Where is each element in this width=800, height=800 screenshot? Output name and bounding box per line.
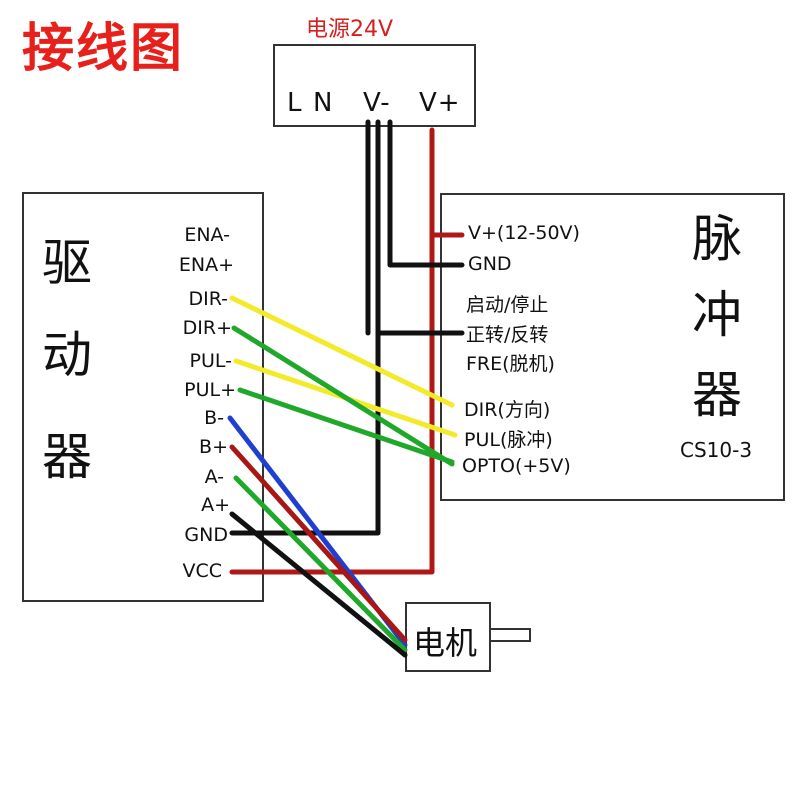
driver-pin-gnd: GND [184,524,228,546]
wire-gnd-return [229,330,381,536]
driver-pin-dir-minus: DIR- [188,288,228,310]
wire-vminus-to-pg-gnd [387,119,465,268]
wire-a-minus [233,475,408,653]
wire-dir-plus [231,325,455,467]
pg-pin-gnd: GND [468,253,512,275]
driver-pin-ena-plus: ENA+ [178,254,234,276]
pg-pin-forward-reverse: 正转/反转 [466,324,549,346]
pg-pin-opto: OPTO(+5V) [462,455,571,477]
wire-a-plus [229,511,408,658]
pulse-generator-name-char: 脉 [692,210,742,268]
driver-pin-a-minus: A- [204,466,224,488]
pulse-generator-name-char: 器 [692,366,742,424]
pulse-generator-box [440,193,785,501]
terminal-v-minus: V- [363,88,391,118]
motor-label: 电机 [413,624,478,662]
motor-box: 电机 [405,602,491,672]
power-supply-label: 电源24V [306,17,394,42]
driver-pin-ena-minus: ENA- [184,224,230,246]
pg-pin-dir: DIR(方向) [464,399,551,421]
driver-pin-dir-plus: DIR+ [182,317,232,339]
pulse-generator-name-char: 冲 [692,286,742,344]
wire-dir-minus [229,295,455,408]
driver-pin-pul-minus: PUL- [189,350,232,372]
terminal-n: N [313,88,334,118]
driver-name-char: 驱 [42,234,92,292]
terminal-v-plus: V+ [419,88,461,118]
pg-pin-vplus: V+(12-50V) [468,222,580,244]
driver-pin-pul-plus: PUL+ [184,379,236,401]
wire-b-plus [229,444,408,643]
motor-shaft [489,628,531,642]
wire-vplus-to-driver-vcc [229,232,435,575]
driver-pin-b-plus: B+ [199,436,228,458]
driver-pin-b-minus: B- [204,407,224,429]
diagram-title: 接线图 [22,19,185,79]
wire-pul-plus [237,387,455,465]
terminal-l: L [287,88,303,118]
pg-pin-fre: FRE(脱机) [466,353,555,375]
driver-pin-vcc: VCC [182,560,222,582]
driver-name-char: 器 [42,428,92,486]
pg-pin-start-stop: 启动/停止 [466,294,549,316]
wire-vplus-to-pg [429,127,465,238]
driver-name-char: 动 [42,326,92,384]
pg-pin-pul: PUL(脉冲) [464,429,553,451]
pulse-generator-model: CS10-3 [680,438,753,462]
driver-pin-a-plus: A+ [201,494,230,516]
power-supply-box: L N V- V+ [273,44,476,127]
